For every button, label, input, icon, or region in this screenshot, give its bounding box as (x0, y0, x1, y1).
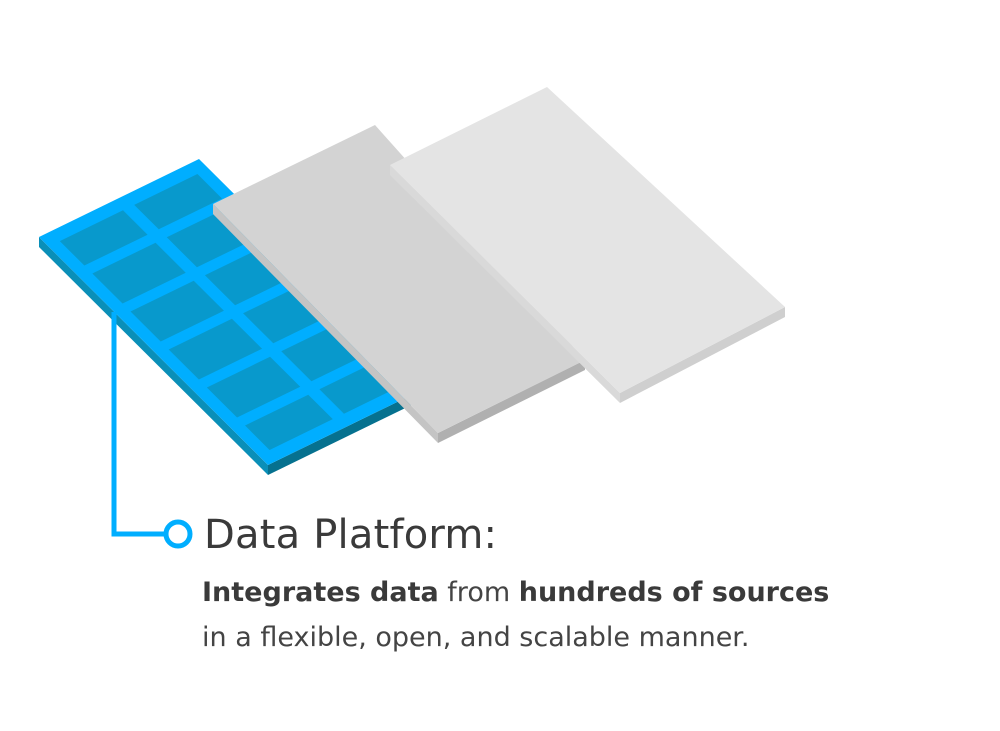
grid-cell (206, 356, 301, 418)
gray-slab-2-top (390, 87, 785, 393)
diagram-description: Integrates data from hundreds of sources… (202, 570, 829, 660)
grid-cell (168, 318, 263, 380)
description-bold-1: Integrates data (202, 577, 439, 608)
gray-slab-1-left-side (213, 204, 438, 443)
connector-circle-icon (163, 519, 193, 549)
grid-cell (92, 242, 186, 304)
grid-cell (134, 174, 222, 230)
description-line-1: Integrates data from hundreds of sources (202, 570, 829, 615)
gray-slab-2-left-side (390, 165, 620, 403)
middle-gray-layer (213, 125, 585, 443)
top-gray-layer (390, 87, 785, 403)
grid-cell (130, 280, 224, 342)
blue-slab-right-side (268, 387, 428, 475)
gray-slab-2-right-side (620, 307, 785, 403)
gray-slab-1-top (213, 125, 585, 433)
gray-slab-1-right-side (438, 360, 585, 443)
grid-cell (245, 394, 333, 450)
grid-cell (59, 210, 148, 266)
description-regular-1: from (438, 577, 519, 608)
blue-slab-left-side (39, 237, 268, 475)
description-bold-2: hundreds of sources (518, 577, 830, 608)
description-line-2: in a flexible, open, and scalable manner… (202, 622, 750, 653)
connector-line (111, 312, 193, 549)
diagram-title: Data Platform: (204, 512, 498, 558)
